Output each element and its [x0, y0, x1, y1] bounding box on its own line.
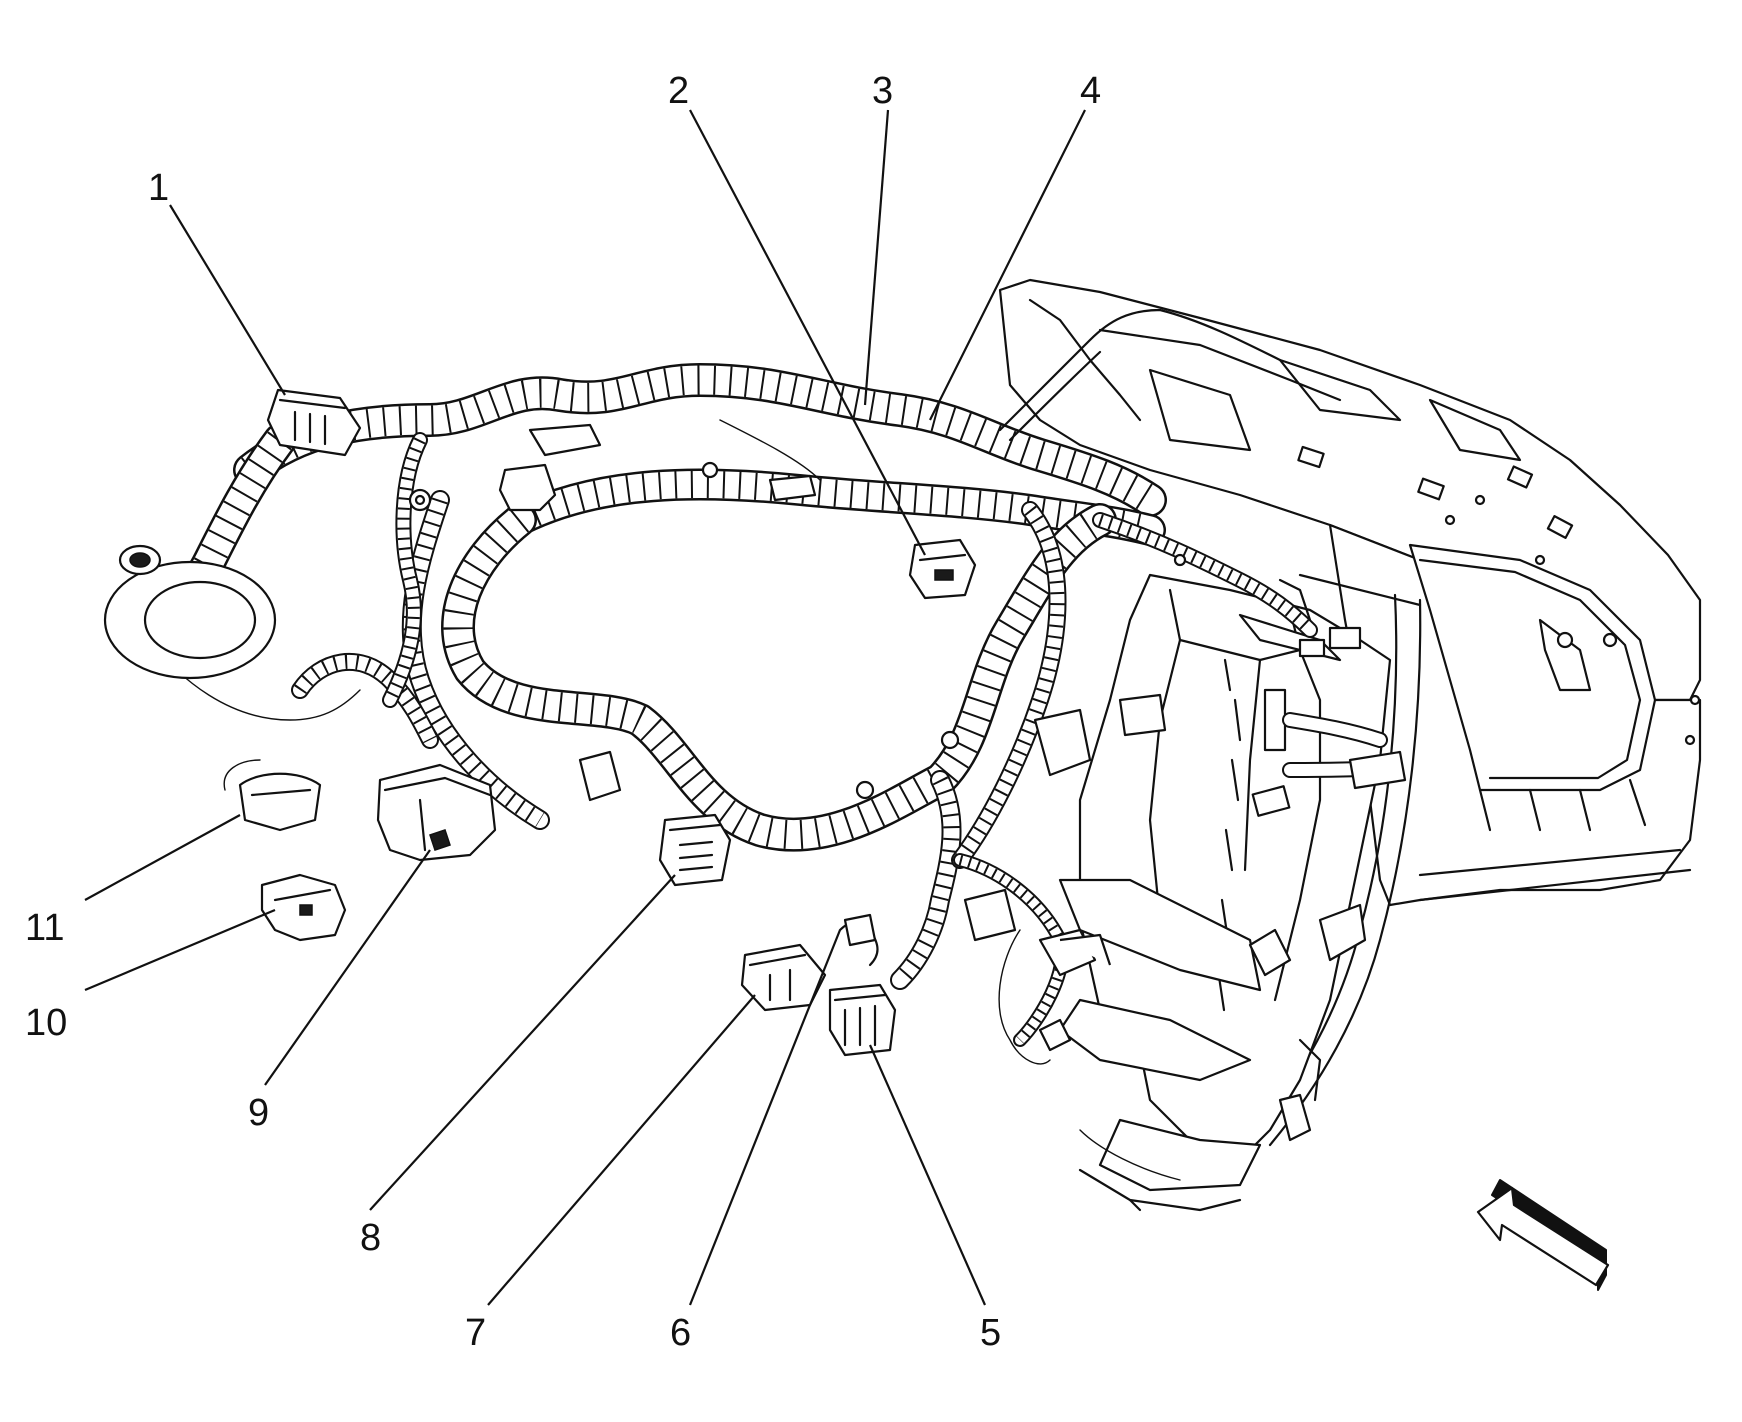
callout-7: 7 — [465, 1312, 486, 1354]
leader-3 — [863, 109, 890, 406]
callout-5: 5 — [980, 1312, 1001, 1354]
leader-4 — [929, 109, 1086, 421]
connector-8 — [658, 813, 732, 887]
leader-11 — [84, 814, 241, 901]
harness-loop-center — [441, 503, 1117, 852]
callout-2: 2 — [668, 70, 689, 112]
callout-4: 4 — [1080, 70, 1101, 112]
connector-6 — [838, 913, 879, 967]
connector-9 — [376, 763, 497, 862]
harness-lower-loop — [291, 432, 550, 830]
connector-11 — [223, 759, 322, 832]
harness-right-branch — [890, 501, 1388, 1047]
connector-2 — [908, 538, 977, 600]
leader-10 — [84, 908, 276, 992]
connector-10 — [260, 873, 347, 942]
callout-3: 3 — [872, 70, 893, 112]
view-direction-arrow-icon — [1476, 1179, 1610, 1291]
harness-clips — [408, 423, 1407, 1052]
callout-9: 9 — [248, 1092, 269, 1134]
leader-2 — [689, 109, 926, 556]
callout-8: 8 — [360, 1217, 381, 1259]
instrument-panel-frame — [998, 278, 1702, 1212]
callout-11: 11 — [25, 907, 64, 949]
harness-trunk-middle — [504, 468, 1166, 546]
connector-1 — [266, 388, 362, 457]
connector-5 — [828, 983, 897, 1057]
callout-10: 10 — [25, 1002, 67, 1044]
steering-column-grommet — [103, 544, 277, 680]
callout-labels: 1 2 3 4 5 6 7 8 9 10 11 — [25, 70, 1101, 1354]
connector-7 — [740, 943, 827, 1012]
leader-lines — [84, 109, 1086, 1306]
harness-trunk-upper — [233, 362, 1167, 517]
leader-1 — [169, 204, 286, 396]
leader-6 — [688, 929, 842, 1306]
callout-6: 6 — [670, 1312, 691, 1354]
leader-7 — [487, 994, 756, 1306]
leader-8 — [369, 874, 676, 1211]
leader-5 — [868, 1044, 987, 1306]
callout-1: 1 — [148, 167, 169, 209]
leader-9 — [264, 849, 431, 1086]
